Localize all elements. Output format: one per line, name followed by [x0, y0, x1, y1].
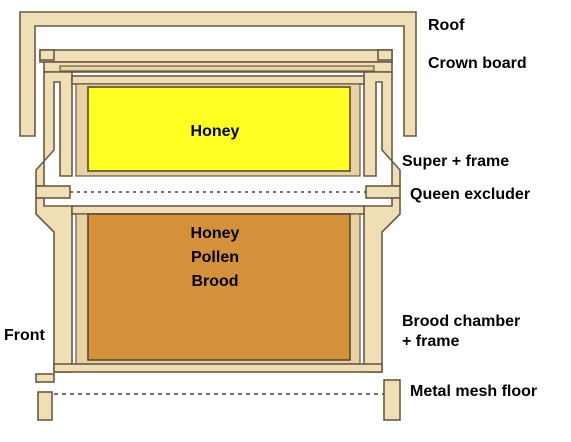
queen-excluder — [35, 185, 401, 199]
brood-brood-label: Brood — [191, 273, 238, 290]
super-honey-frame — [87, 86, 351, 172]
metal-mesh-floor — [35, 373, 401, 421]
brood-honey-label: Honey — [191, 225, 240, 242]
label-queen-excluder: Queen excluder — [410, 186, 530, 203]
brood-pollen-label: Pollen — [191, 249, 239, 266]
label-crown-board: Crown board — [428, 55, 527, 72]
label-metal-mesh-floor: Metal mesh floor — [410, 383, 537, 400]
label-super: Super + frame — [402, 153, 509, 170]
brood-frame — [87, 213, 351, 361]
super-honey-label: Honey — [191, 123, 240, 140]
label-roof: Roof — [428, 17, 465, 34]
label-brood-chamber-frame: + frame — [402, 333, 459, 350]
brood-chamber: Honey Pollen Brood — [35, 197, 401, 373]
super-box: Honey — [35, 71, 401, 187]
label-front: Front — [4, 327, 46, 344]
label-brood-chamber: Brood chamber — [402, 313, 520, 330]
crown-board — [43, 61, 393, 73]
